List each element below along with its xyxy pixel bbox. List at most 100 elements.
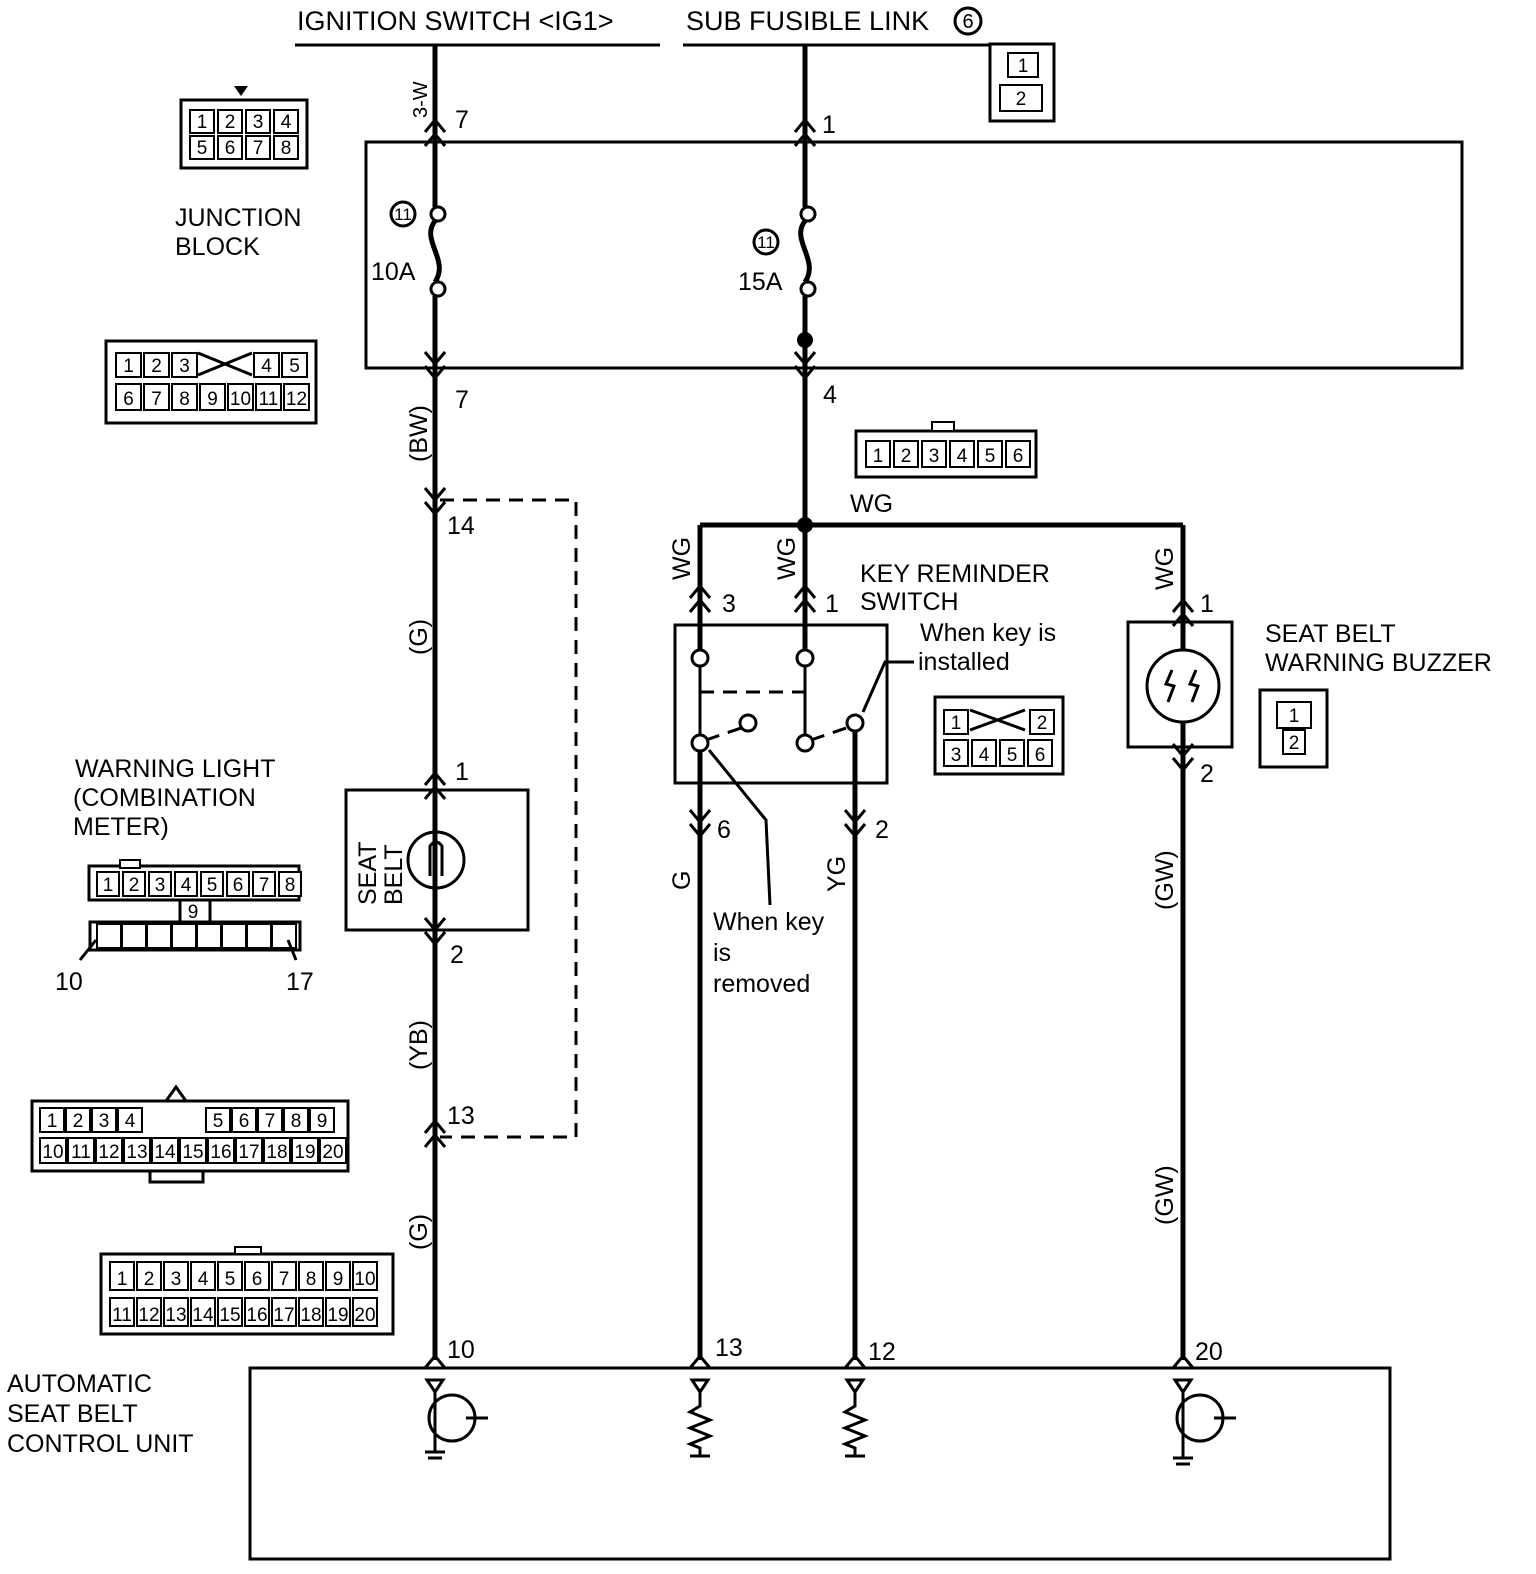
connector-cell [255,383,282,411]
connector-pin-number: 13 [126,1142,147,1163]
pin-fl-top: 1 [822,111,836,139]
connector-pin-number: 5 [213,1111,224,1132]
connector-pin-number: 1 [103,875,114,896]
pin-13-meter: 13 [447,1102,475,1130]
connector-pin-number: 4 [979,745,990,766]
connector-cell [143,383,170,411]
connector-cell [352,1297,378,1327]
connector-pin-number: 1 [951,713,962,734]
ks-terminal-3 [690,648,710,668]
connector-pin-number: 14 [154,1142,176,1163]
arrow-lamp-1 [423,770,447,800]
connector-cell [115,383,142,411]
connector-pin-number: 19 [294,1142,315,1163]
connector-pin-number: 14 [192,1305,214,1326]
connector-pin-number: 6 [252,1269,263,1290]
connector-cell [263,1137,291,1164]
connector-cell [217,109,243,134]
connector-cell [189,109,215,134]
connector-cell [109,1297,135,1327]
connector-pin-number: 3 [951,745,962,766]
junction-dot-fuse [797,332,813,348]
wire-color-g-upper: (G) [405,619,433,655]
connector-pin-number: 2 [225,112,236,133]
removed-leader [707,749,772,906]
key-switch-label-2: SWITCH [860,588,959,616]
junction-block-label-2: BLOCK [175,233,260,261]
connector-cell [273,109,299,134]
wire-color-wg-buzzer: WG [1151,547,1179,590]
key-switch-label-1: KEY REMINDER [860,560,1050,588]
connector-cell [298,1297,324,1327]
pin-ig-top: 7 [455,106,469,134]
connector-cell [196,923,222,949]
connector-pin-number: 10 [230,389,251,410]
connector-pin-number: 5 [197,138,208,159]
connector-cell [136,1297,162,1327]
connector-pin-number: 1 [197,112,208,133]
meter-pin-10: 10 [55,968,83,996]
connector-cell [39,1137,67,1164]
connector-pin-number: 20 [322,1142,343,1163]
connector-cell [67,1137,95,1164]
connector-cell [235,1137,263,1164]
connector-cell [893,440,919,468]
fuse-left-bottom-terminal [429,280,447,298]
arrow-p13-meter [423,1118,447,1148]
connector-cell [217,135,243,160]
wire-color-g-lower: (G) [405,1214,433,1250]
connector-pin-number: 12 [98,1142,119,1163]
buzzer-symbol [1163,669,1200,703]
pin-cu-10: 10 [447,1336,475,1364]
arrow-ks-2 [843,809,867,839]
connector-cell [283,383,310,411]
connector-cell [205,1107,231,1133]
installed-leader [861,660,914,713]
warning-light-label-3: METER) [73,813,169,841]
connector-pin-number: 11 [112,1305,132,1326]
connector-cell [245,135,271,160]
arrow-ks-6 [688,809,712,839]
pin-ks-2: 2 [875,816,889,844]
fuse-right-rating: 15A [738,268,783,296]
connector-pin-number: 13 [165,1305,186,1326]
ks-contact-1 [795,733,815,753]
pin-14: 14 [447,512,475,540]
arrow-cu-12 [843,1353,867,1369]
connector-cell [246,923,272,949]
ks-blade-right [810,725,850,742]
connector-cell [325,1261,351,1291]
resistor-12 [840,1378,870,1458]
connector-cell [109,1261,135,1291]
connector-fusible-link: 1 2 [988,42,1056,123]
ignition-switch-label: IGNITION SWITCH <IG1> [297,6,614,36]
meter-pin-17: 17 [286,968,314,996]
connector-cell [200,871,224,897]
connector-pin-number: 2 [151,356,162,377]
connector-pin-number: 1 [123,356,134,377]
connector-pin-number: 3 [179,356,190,377]
connector-pin-number: 8 [291,1111,302,1132]
removed-label-2: is [713,939,731,967]
connector-pin-number: 1 [117,1269,128,1290]
connector-cell [171,352,198,378]
removed-label-1: When key [713,908,825,936]
connector-cell [121,923,147,949]
wire-color-3w: 3-W [410,81,432,118]
pin-lamp-1: 1 [455,758,469,786]
connector-cell [271,1297,297,1327]
connector-pin-number: 2 [144,1269,155,1290]
fusible-number-circle [953,6,983,36]
connector-cell [283,1107,309,1133]
connector-pin-number: 5 [225,1269,236,1290]
ks-blade-left [705,725,745,742]
connector-pin-number: 1 [47,1111,58,1132]
connector-pin-number: 16 [246,1305,267,1326]
connector-pin-number: 3 [253,112,264,133]
connector-cell [65,1107,91,1133]
connector-pin-number: 5 [985,446,996,467]
